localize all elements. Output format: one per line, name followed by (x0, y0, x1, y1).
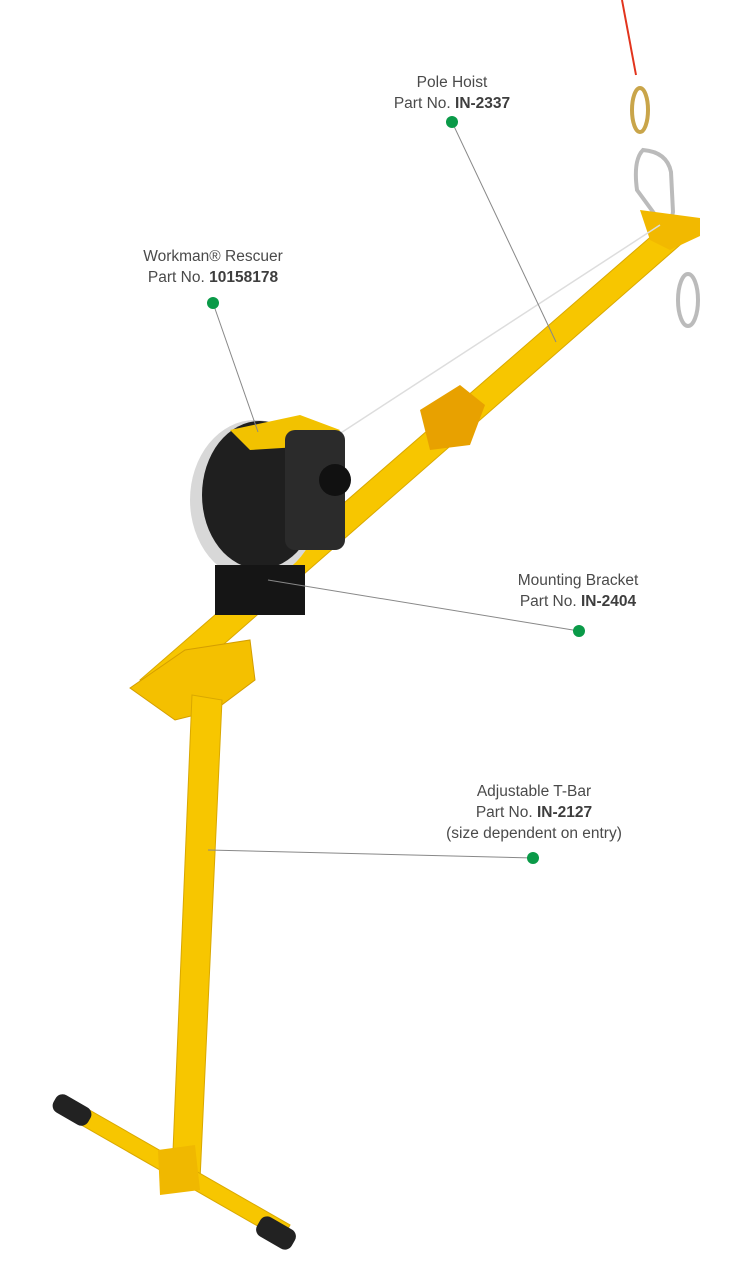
callout-title: Adjustable T-Bar (476, 783, 592, 800)
pulley-bracket (420, 385, 485, 450)
leader-t-bar (207, 849, 534, 859)
swivel-hook (630, 86, 700, 328)
callout-title: Workman® Rescuer (143, 248, 283, 265)
grip-right (256, 1216, 296, 1250)
leader-workman-rescuer (212, 302, 259, 433)
part-number: IN-2127 (537, 804, 593, 821)
callout-dot-mounting-bracket (573, 625, 585, 637)
part-number: IN-2337 (455, 95, 511, 112)
part-number: IN-2404 (581, 593, 637, 610)
winch-rescuer (190, 415, 351, 615)
callout-dot-t-bar (527, 852, 539, 864)
callout-workman-rescuer: Workman® Rescuer Part No. 10158178 (143, 246, 282, 288)
leader-pole-hoist (451, 121, 557, 343)
callout-title: Pole Hoist (416, 74, 488, 91)
callout-note: (size dependent on entry) (446, 825, 622, 842)
callout-pole-hoist: Pole Hoist Part No. IN-2337 (394, 72, 510, 114)
leader-mounting-bracket (267, 579, 580, 632)
grip-left (52, 1094, 92, 1126)
pole-head (640, 210, 700, 250)
part-prefix: Part No. (475, 804, 533, 821)
part-prefix: Part No. (147, 269, 205, 286)
t-bar-upright (171, 694, 223, 1181)
callout-mounting-bracket: Mounting Bracket Part No. IN-2404 (518, 570, 639, 612)
callout-dot-workman-rescuer (207, 297, 219, 309)
base-bracket (129, 639, 256, 721)
callout-dot-pole-hoist (446, 116, 458, 128)
callout-adjustable-t-bar: Adjustable T-Bar Part No. IN-2127 (size … (446, 781, 622, 844)
part-prefix: Part No. (393, 95, 451, 112)
rope (621, 0, 637, 76)
part-prefix: Part No. (519, 593, 577, 610)
callout-title: Mounting Bracket (517, 572, 639, 589)
part-number: 10158178 (209, 269, 279, 286)
